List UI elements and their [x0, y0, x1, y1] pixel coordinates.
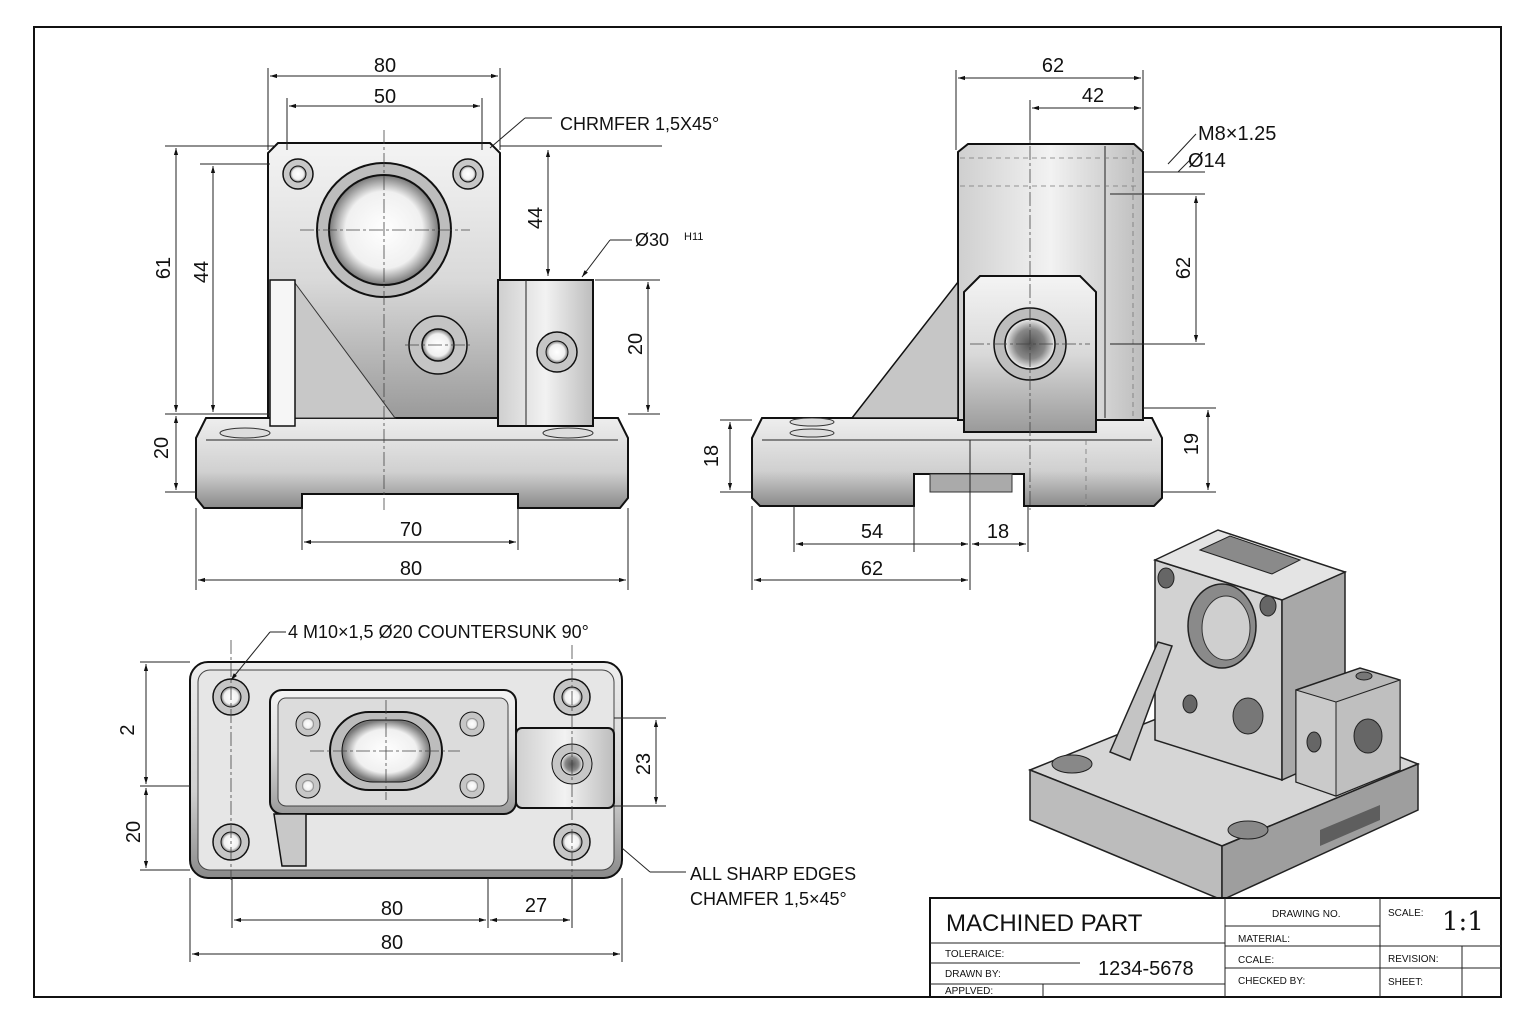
- title-block-scale-value: 1:1: [1442, 907, 1484, 937]
- dim-top-left-2: 2: [117, 724, 139, 735]
- front-chamfer-note: CHRMFER 1,5X45°: [560, 114, 719, 134]
- dim-top-left-20: 20: [123, 821, 145, 843]
- title-block-scale-label: SCALE:: [1388, 908, 1424, 919]
- title-block: MACHINED PART TOLERAICE: DRAWN BY: APPLV…: [929, 897, 1502, 998]
- dim-side-left-18: 18: [701, 445, 723, 467]
- dim-side-right-62: 62: [1173, 257, 1195, 279]
- title-block-tolerance: TOLERAICE:: [945, 949, 1004, 960]
- title-block-title: MACHINED PART: [946, 910, 1143, 937]
- dim-side-top-62: 62: [1042, 55, 1064, 77]
- dim-top-right-23: 23: [633, 753, 655, 775]
- dim-front-bottom-80: 80: [400, 558, 422, 580]
- title-block-revision: REVISION:: [1388, 954, 1439, 965]
- title-block-approved: APPLVED:: [945, 986, 993, 997]
- dim-front-right-44: 44: [525, 207, 547, 229]
- dim-front-top-80: 80: [374, 55, 396, 77]
- side-rib: [850, 279, 959, 419]
- dim-front-left-44: 44: [191, 261, 213, 283]
- title-block-scale-mid: CCALE:: [1238, 955, 1274, 966]
- title-block-drawing-number: 1234-5678: [1098, 958, 1194, 980]
- dim-side-bottom-54: 54: [861, 521, 883, 543]
- top-edges-note-line2: CHAMFER 1,5×45°: [690, 889, 847, 909]
- title-block-material: MATERIAL:: [1238, 934, 1290, 945]
- dim-top-bottom-27: 27: [525, 895, 547, 917]
- dim-top-bottom-80-inner: 80: [381, 898, 403, 920]
- title-block-checked-by: CHECKED BY:: [1238, 976, 1305, 987]
- side-dia-note: Ø14: [1188, 150, 1226, 172]
- dim-top-bottom-80: 80: [381, 932, 403, 954]
- isometric-view: [1027, 529, 1421, 902]
- top-edges-note-line1: ALL SHARP EDGES: [690, 864, 856, 884]
- drawing-border: [33, 26, 1502, 998]
- dim-side-top-42: 42: [1082, 85, 1104, 107]
- dim-side-right-19: 19: [1181, 433, 1203, 455]
- top-hole-note: 4 M10×1,5 Ø20 COUNTERSUNK 90°: [288, 622, 589, 642]
- dim-front-bottom-70: 70: [400, 519, 422, 541]
- front-view: 80 50 CHRMFER 1,5X45° 61 44 44 Ø30 H11 2…: [151, 55, 719, 590]
- side-thread-note: M8×1.25: [1198, 123, 1276, 145]
- dim-front-right-20: 20: [625, 333, 647, 355]
- dim-front-left-61: 61: [153, 257, 175, 279]
- top-view: 4 M10×1,5 Ø20 COUNTERSUNK 90° 2 20 23 80…: [117, 622, 856, 962]
- side-view: 62 42 M8×1.25 Ø14 62 19 18 54 18 62: [701, 55, 1276, 590]
- title-block-drawing-no-label: DRAWING NO.: [1272, 909, 1341, 920]
- dim-side-bottom-62: 62: [861, 558, 883, 580]
- dim-side-bottom-18: 18: [987, 521, 1009, 543]
- dim-front-base-20: 20: [151, 437, 173, 459]
- dim-front-top-50: 50: [374, 86, 396, 108]
- front-bore-note: Ø30: [635, 230, 669, 250]
- title-block-sheet: SHEET:: [1388, 977, 1423, 988]
- title-block-drawn-by: DRAWN BY:: [945, 969, 1001, 980]
- front-bore-tolerance: H11: [684, 231, 703, 243]
